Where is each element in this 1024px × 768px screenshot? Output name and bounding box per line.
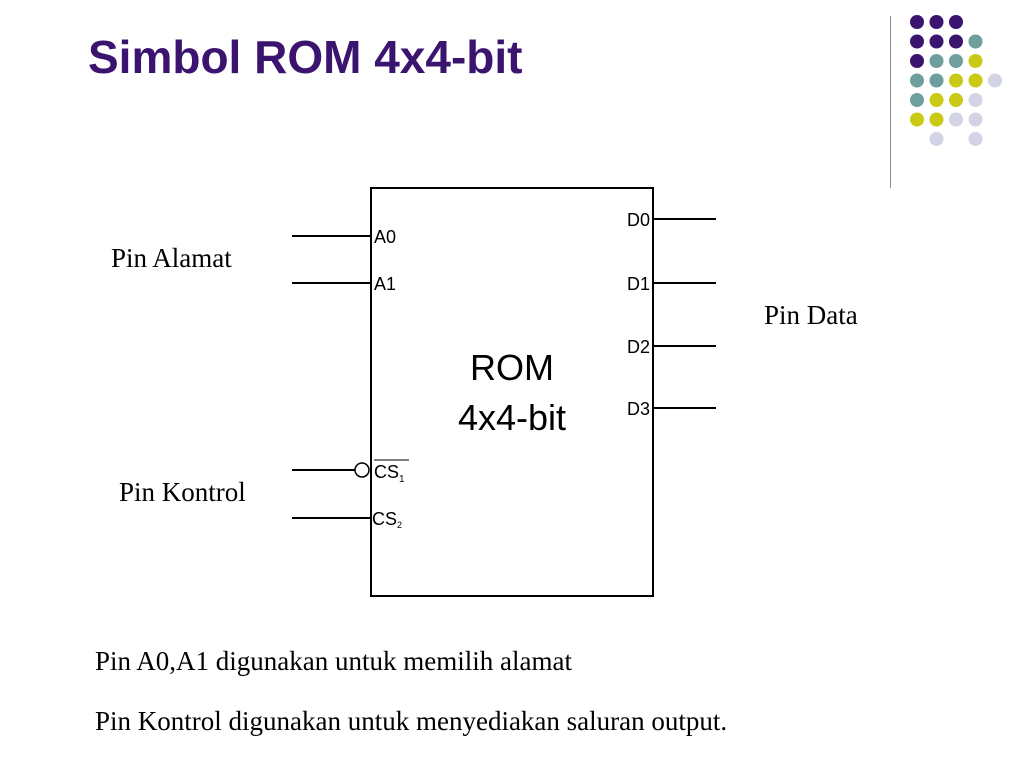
pin-label-cs2: CS2 xyxy=(372,509,402,530)
decorative-dot xyxy=(929,132,944,146)
rom-block xyxy=(370,187,654,597)
decorative-dot xyxy=(929,93,944,107)
decorative-dot xyxy=(929,54,944,68)
decorative-dot xyxy=(949,54,963,68)
decorative-dot xyxy=(910,73,924,88)
decorative-dot xyxy=(929,15,944,29)
decorative-dot xyxy=(949,93,963,107)
decorative-dot xyxy=(910,15,924,29)
decorative-dot xyxy=(949,112,963,127)
decorative-dot xyxy=(968,54,983,68)
decorative-dot xyxy=(968,73,983,88)
decorative-dot xyxy=(929,73,944,88)
pin-label-a1: A1 xyxy=(374,274,396,294)
pin-label-d2: D2 xyxy=(627,337,650,357)
pin-label-a0: A0 xyxy=(374,227,396,247)
note-address-pins: Pin A0,A1 digunakan untuk memilih alamat xyxy=(95,646,572,676)
rom-block-label-line1: ROM xyxy=(470,347,554,388)
decorative-dot xyxy=(949,34,963,49)
decorative-dot xyxy=(968,34,983,49)
decorative-dot xyxy=(949,73,963,88)
decorative-dot-grid xyxy=(910,15,1002,146)
decorative-dot xyxy=(929,34,944,49)
decorative-dot xyxy=(910,93,924,107)
pin-label-d0: D0 xyxy=(627,210,650,230)
slide-title: Simbol ROM 4x4-bit xyxy=(88,31,523,83)
pin-label-d3: D3 xyxy=(627,399,650,419)
label-pin-kontrol: Pin Kontrol xyxy=(119,477,246,507)
decorative-dot xyxy=(968,132,983,146)
decorative-dot xyxy=(968,93,983,107)
decorative-dot xyxy=(988,73,1002,88)
decorative-dot xyxy=(929,112,944,127)
pin-label-cs1: CS1 xyxy=(374,462,405,485)
note-control-pins: Pin Kontrol digunakan untuk menyediakan … xyxy=(95,706,728,736)
decorative-dot xyxy=(949,15,963,29)
pin-label-d1: D1 xyxy=(627,274,650,294)
rom-block-label-line2: 4x4-bit xyxy=(458,397,566,438)
decorative-dot xyxy=(910,54,924,68)
label-pin-alamat: Pin Alamat xyxy=(111,243,232,273)
decorative-divider xyxy=(890,16,891,188)
decorative-dot xyxy=(910,112,924,127)
inversion-bubble xyxy=(354,462,370,478)
decorative-dot xyxy=(968,112,983,127)
label-pin-data: Pin Data xyxy=(764,300,858,330)
decorative-dot xyxy=(910,34,924,49)
